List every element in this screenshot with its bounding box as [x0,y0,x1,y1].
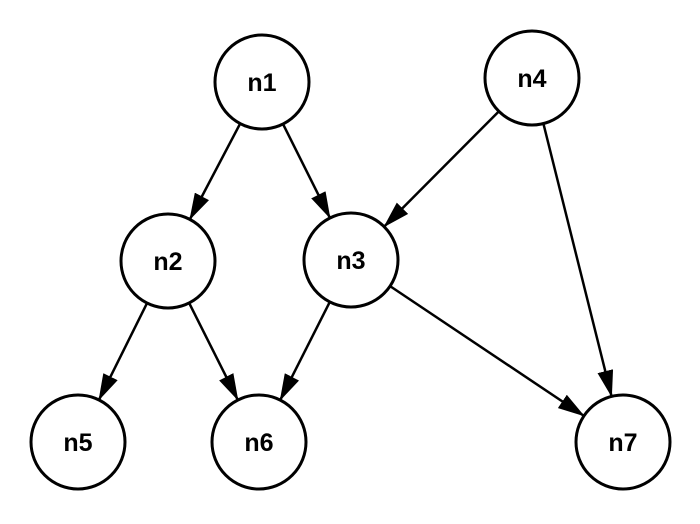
edge-n4-n3 [383,110,500,228]
node-n6: n6 [210,393,308,491]
node-n2-circle [119,212,217,310]
nodes-layer: n1 n2 n3 n4 n5 n6 n7 [29,29,672,491]
node-n3-circle [302,211,400,309]
node-n3: n3 [302,211,400,309]
node-n2-label: n2 [153,248,182,276]
node-n1-circle [213,33,311,131]
node-n4: n4 [483,29,581,127]
edge-n2-n5 [97,302,149,401]
node-n5: n5 [29,393,127,491]
edge-n1-n3 [281,123,332,219]
node-n2: n2 [119,212,217,310]
edge-n3-n6 [279,301,331,401]
edge-n1-n2 [188,123,242,221]
node-n5-label: n5 [63,429,92,457]
node-n5-circle [29,393,127,491]
node-n6-label: n6 [244,429,273,457]
node-n1: n1 [213,33,311,131]
node-n4-circle [483,29,581,127]
edge-n2-n6 [187,302,240,401]
node-n7-label: n7 [608,429,637,457]
node-n4-label: n4 [517,65,546,93]
node-n3-label: n3 [336,247,365,275]
edge-n4-n7 [542,123,614,398]
node-n7: n7 [574,393,672,491]
node-n7-circle [574,393,672,491]
node-n1-label: n1 [247,69,276,97]
edge-n3-n7 [389,285,585,417]
node-n6-circle [210,393,308,491]
edges-layer [97,110,614,417]
